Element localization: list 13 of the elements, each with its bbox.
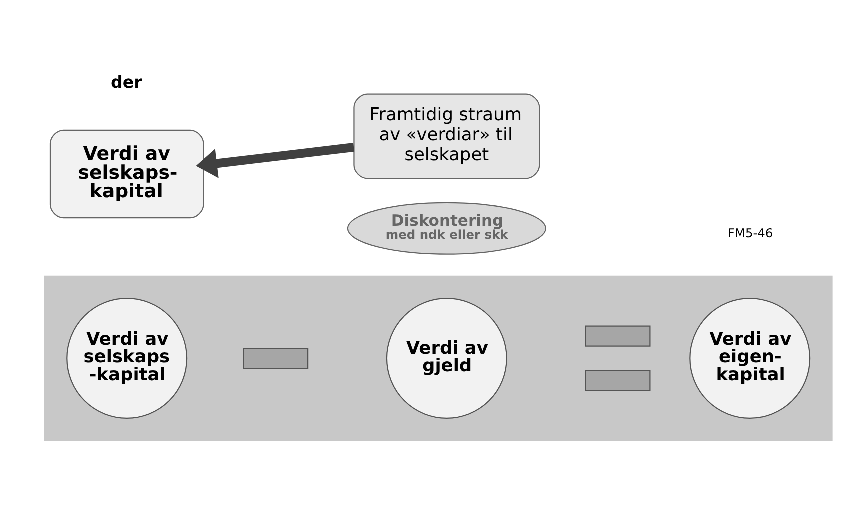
label: der [110, 72, 142, 92]
node-box: Framtidig straum av «verdiar» til selskapet [354, 93, 540, 179]
label: FM5-46 [728, 226, 774, 240]
node-box: Verdi av selskaps- kapital [50, 129, 204, 218]
node-circle: Verdi av selskaps -kapital [66, 298, 188, 419]
arrow [196, 142, 355, 178]
node-circle: Verdi av gjeld [386, 298, 508, 419]
node-ellipse: Diskontering med ndk eller skk [347, 202, 546, 254]
node-circle: Verdi av eigen- kapital [690, 298, 811, 419]
cluster [44, 275, 833, 441]
node-bar [585, 370, 651, 391]
node-bar [585, 325, 651, 346]
node-bar [243, 347, 309, 369]
